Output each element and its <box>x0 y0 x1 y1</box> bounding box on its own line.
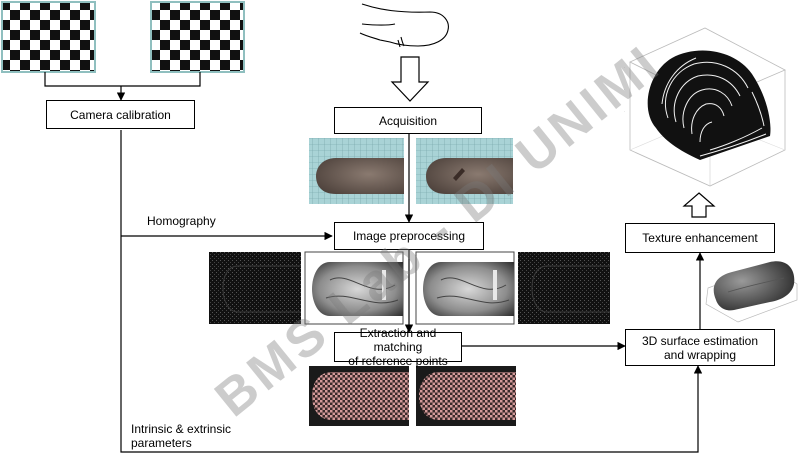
hollow-up-arrow <box>682 192 716 218</box>
preproc-noise-left <box>209 252 301 324</box>
surface-label-line2: and wrapping <box>663 347 737 362</box>
finger-3d-surface <box>705 261 798 323</box>
homography-label: Homography <box>147 214 216 228</box>
intrinsic-label-line1: Intrinsic & extrinsic <box>131 422 232 436</box>
svg-text:.: . <box>624 108 625 113</box>
image-preprocessing-box: Image preprocessing <box>334 222 484 250</box>
reference-points-left <box>309 366 409 426</box>
acquisition-box: Acquisition <box>334 107 482 134</box>
intrinsic-extrinsic-label: Intrinsic & extrinsic parameters <box>131 422 231 450</box>
acquisition-label: Acquisition <box>378 113 438 128</box>
texture-enhancement-label: Texture enhancement <box>642 231 758 245</box>
svg-text:.: . <box>624 64 625 69</box>
preproc-noise-right <box>518 252 610 324</box>
image-preprocessing-label: Image preprocessing <box>352 229 466 243</box>
extraction-label-line1: Extraction and matching <box>359 326 437 354</box>
intrinsic-label-line2: parameters <box>131 436 192 450</box>
camera-calibration-box: Camera calibration <box>46 100 195 129</box>
hollow-down-arrow <box>390 56 430 102</box>
acquisition-photo-left <box>309 138 404 204</box>
fingerprint-3d-plot: ... <box>624 27 786 187</box>
checkerboard-right <box>150 1 245 73</box>
preproc-grey-left <box>304 251 404 325</box>
extraction-matching-box: Extraction and matching of reference poi… <box>334 326 462 368</box>
checkerboard-left <box>1 1 96 73</box>
connectors <box>44 72 705 453</box>
finger-sketch <box>359 3 449 48</box>
reference-points-right <box>416 366 516 426</box>
extraction-label-line2: of reference points <box>348 354 448 368</box>
camera-calibration-label: Camera calibration <box>70 107 171 122</box>
acquisition-photo-right <box>416 138 513 204</box>
preproc-grey-right <box>415 251 515 325</box>
surface-estimation-box: 3D surface estimation and wrapping <box>625 329 775 366</box>
surface-label-line1: 3D surface estimation <box>641 333 759 348</box>
texture-enhancement-box: Texture enhancement <box>625 223 775 253</box>
svg-text:.: . <box>624 86 625 91</box>
